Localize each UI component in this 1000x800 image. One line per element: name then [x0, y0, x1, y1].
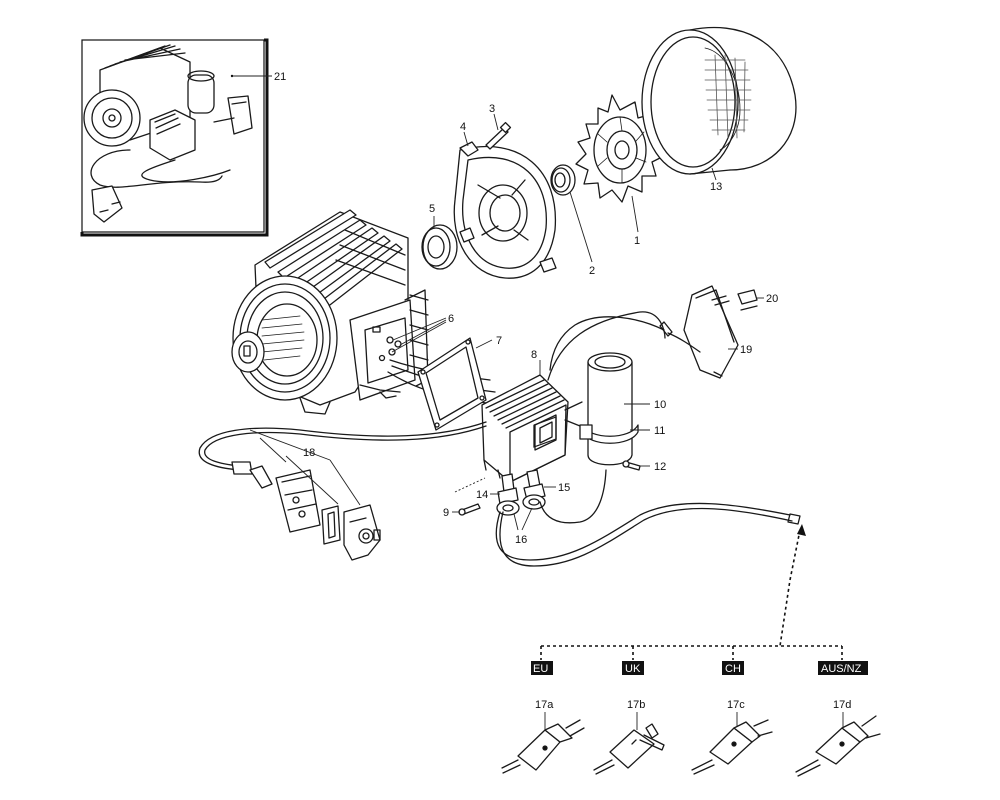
callout-18: 18	[303, 447, 315, 459]
callout-1: 1	[634, 235, 640, 247]
screw-3	[485, 121, 512, 150]
fan-cover-13	[641, 26, 797, 175]
callout-16: 16	[515, 534, 527, 546]
callout-8: 8	[531, 349, 537, 361]
callout-6: 6	[448, 313, 454, 325]
callout-4: 4	[460, 121, 466, 133]
callout-2: 2	[589, 265, 595, 277]
gasket-7	[417, 337, 487, 431]
motor-housing	[231, 209, 496, 415]
plug-17b-uk	[593, 723, 665, 775]
svg-text:UK: UK	[625, 663, 641, 675]
callout-17b: 17b	[627, 699, 645, 711]
callout-20: 20	[766, 293, 778, 305]
callout-21: 21	[274, 71, 286, 83]
region-tag-ch: CH	[722, 661, 744, 675]
callout-17d: 17d	[833, 699, 851, 711]
svg-text:CH: CH	[725, 663, 741, 675]
svg-text:EU: EU	[533, 663, 548, 675]
plug-17d-aus-nz	[795, 715, 881, 777]
inset-assembly-view: 21	[80, 38, 286, 237]
callout-14: 14	[476, 489, 488, 501]
pressure-switch-19	[683, 285, 758, 379]
clamp-11	[579, 424, 639, 444]
callout-19: 19	[740, 344, 752, 356]
bearing-5	[421, 224, 458, 270]
screw-12	[622, 460, 641, 471]
callout-5: 5	[429, 203, 435, 215]
seal-ring-2	[550, 164, 576, 196]
callout-7: 7	[496, 335, 502, 347]
screw-9	[458, 503, 481, 516]
control-box-8	[481, 311, 666, 483]
region-tag-aus-nz: AUS/NZ	[818, 661, 868, 675]
callout-15: 15	[558, 482, 570, 494]
callout-13: 13	[710, 181, 722, 193]
end-shield-4	[453, 141, 557, 279]
callout-17a: 17a	[535, 699, 554, 711]
callout-9: 9	[443, 507, 449, 519]
callout-12: 12	[654, 461, 666, 473]
plug-17a-eu	[501, 719, 585, 774]
region-tag-uk: UK	[622, 661, 644, 675]
capacitor-10	[587, 352, 633, 466]
plug-17c-ch	[691, 719, 773, 775]
nut-16	[496, 494, 546, 516]
plug-assembly-18	[231, 461, 381, 561]
callout-11: 11	[654, 425, 665, 437]
cable-gland-14	[497, 473, 519, 505]
callout-3: 3	[489, 103, 495, 115]
callout-17c: 17c	[727, 699, 745, 711]
regional-branch-lines	[540, 524, 843, 660]
region-tag-eu: EU	[531, 661, 553, 675]
svg-text:AUS/NZ: AUS/NZ	[821, 663, 862, 675]
callout-10: 10	[654, 399, 666, 411]
